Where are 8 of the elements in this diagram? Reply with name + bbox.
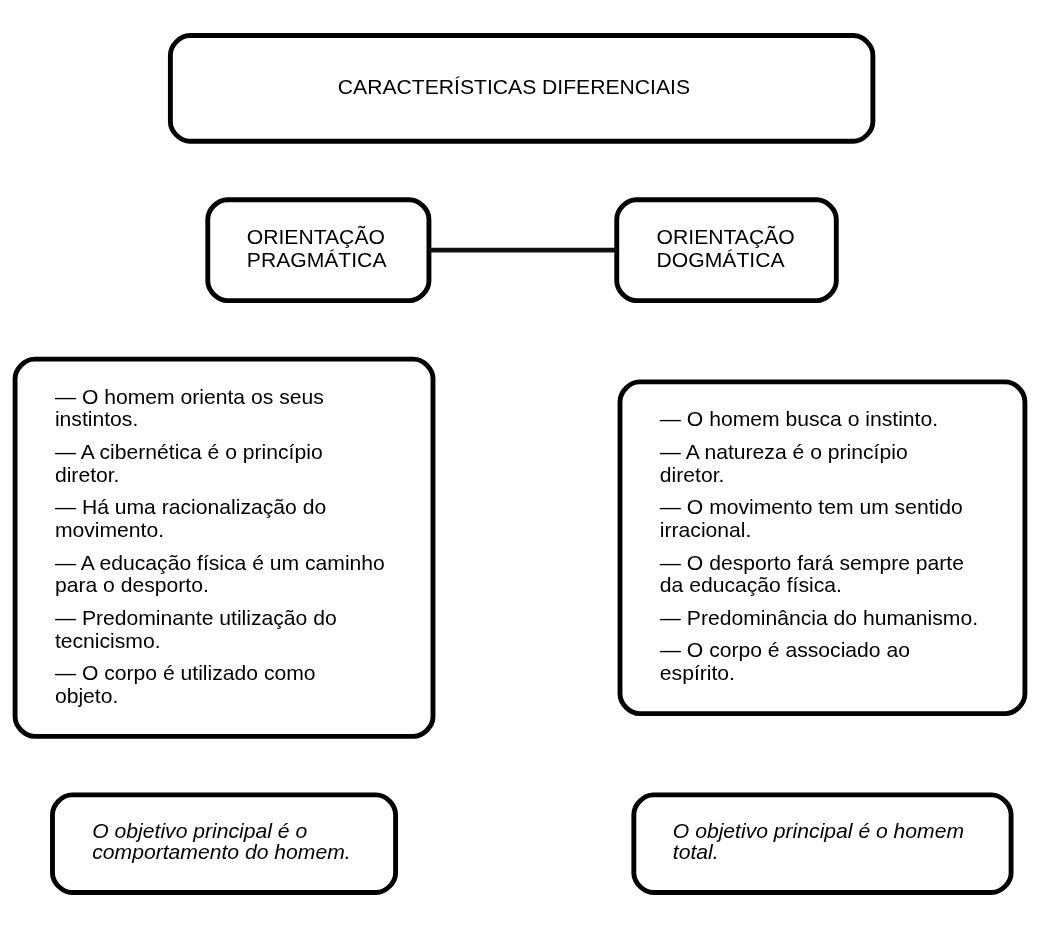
- node-box: CARACTERÍSTICAS DIFERENCIAIS: [167, 33, 876, 144]
- node-box: ORIENTAÇÃO PRAGMÁTICA: [205, 197, 432, 303]
- node-box: — O homem orienta os seus instintos. — A cibernética é o princípio diretor. — Há uma racionalização do movimento. — A educação física é um caminho para o desporto. — Predominante utilização do tecnicismo. — O corpo é utilizado como objeto.: [12, 356, 436, 739]
- node-box: ORIENTAÇÃO DOGMÁTICA: [614, 197, 839, 303]
- node-box: — O homem busca o instinto. — A natureza é o princípio diretor. — O movimento tem um sentido irracional. — O desporto fará sempre parte da educação física. — Predominância do humanismo. — O corpo é associado ao espírito.: [617, 379, 1028, 717]
- node-box: O objetivo principal é o homem total.: [631, 792, 1014, 895]
- connector: [429, 247, 617, 253]
- node-box: O objetivo principal é o comportamento do homem.: [50, 792, 399, 895]
